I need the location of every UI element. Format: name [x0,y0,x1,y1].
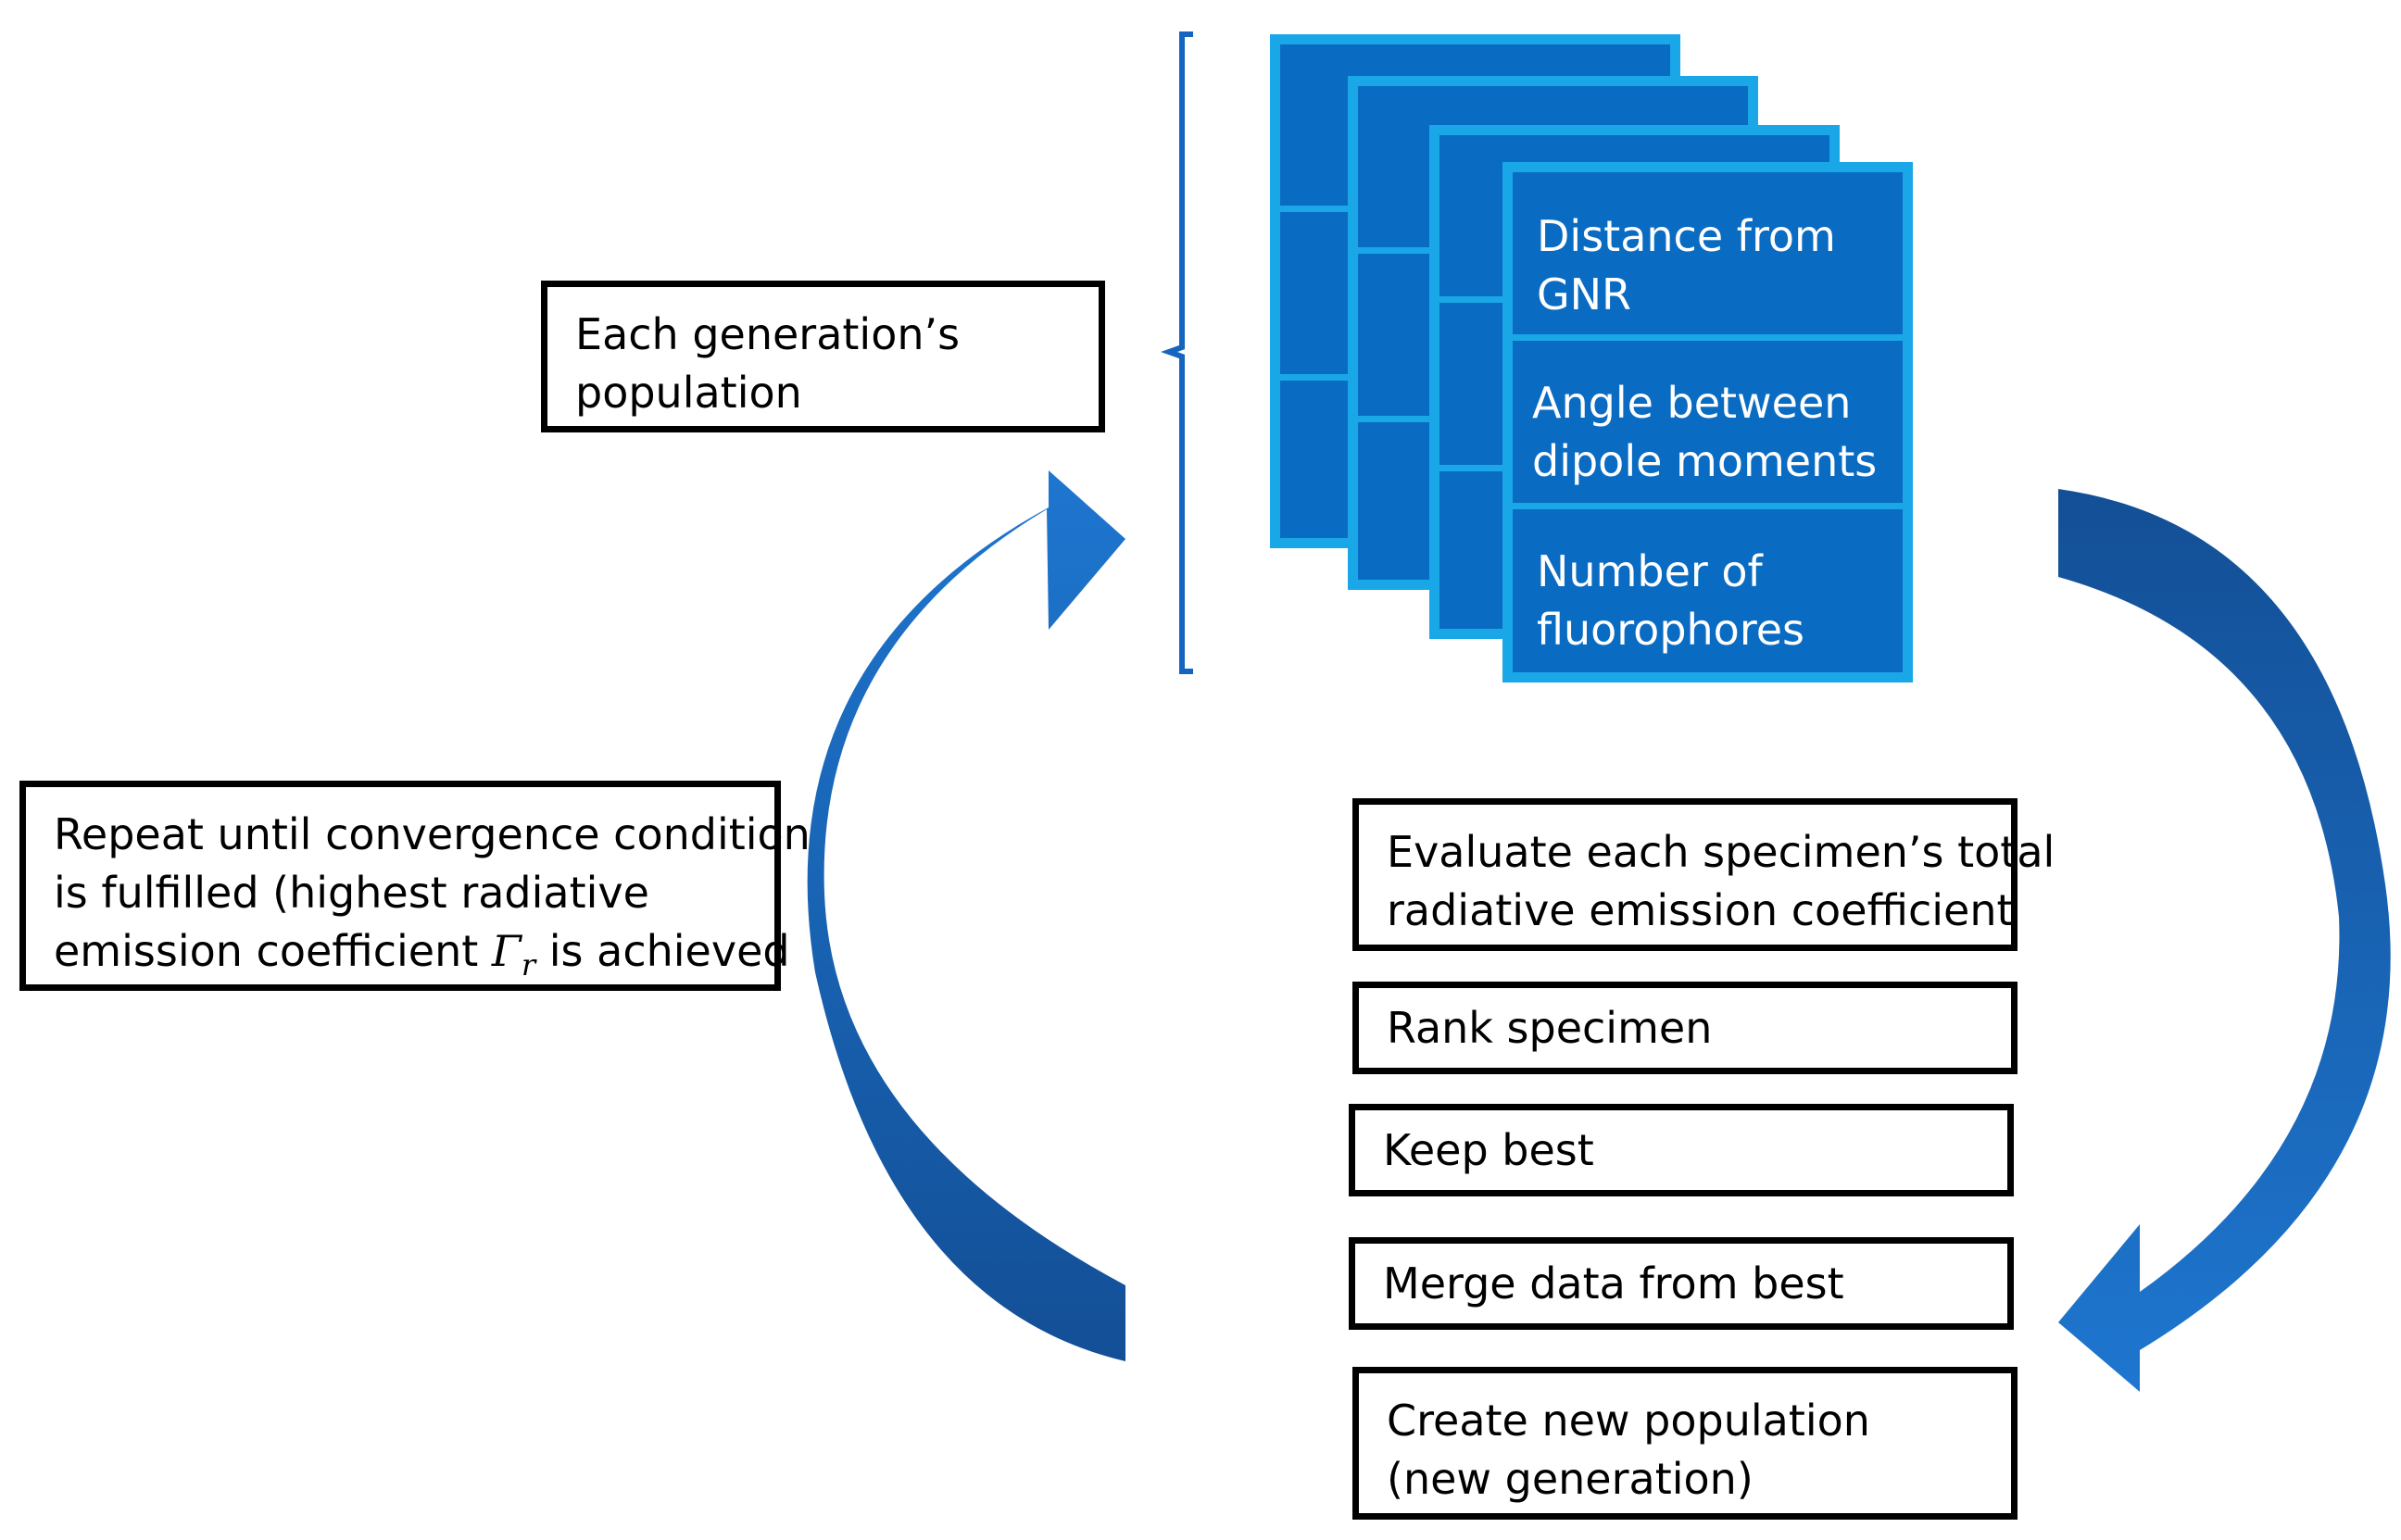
gamma-symbol: Γr [491,926,536,983]
repeat-line-3: emission coefficient Γr is achieved [54,926,790,983]
repeat-condition-box: Repeat until convergence condition is fu… [19,781,811,991]
gene-cell-distance [1513,172,1903,341]
repeat-line-1: Repeat until convergence condition [54,809,811,859]
step-merge-box: Merge data from best [1349,1237,2014,1330]
population-label-line: Each generation’s [575,309,961,359]
step-keep-best-box: Keep best [1349,1104,2014,1196]
downward-process-arrow-icon [2058,489,2391,1392]
repeat-line-2: is fulfilled (highest radiative [54,868,649,918]
gene-cell-angle [1513,341,1903,509]
population-label-box: Each generation’s population [541,281,1105,432]
step-new-population-box: Create new population(new generation) [1352,1367,2018,1520]
population-bracket [1161,31,1193,674]
population-label-line: population [575,368,802,418]
upward-return-arrow-icon [807,470,1125,1361]
step-rank-box: Rank specimen [1352,982,2018,1074]
